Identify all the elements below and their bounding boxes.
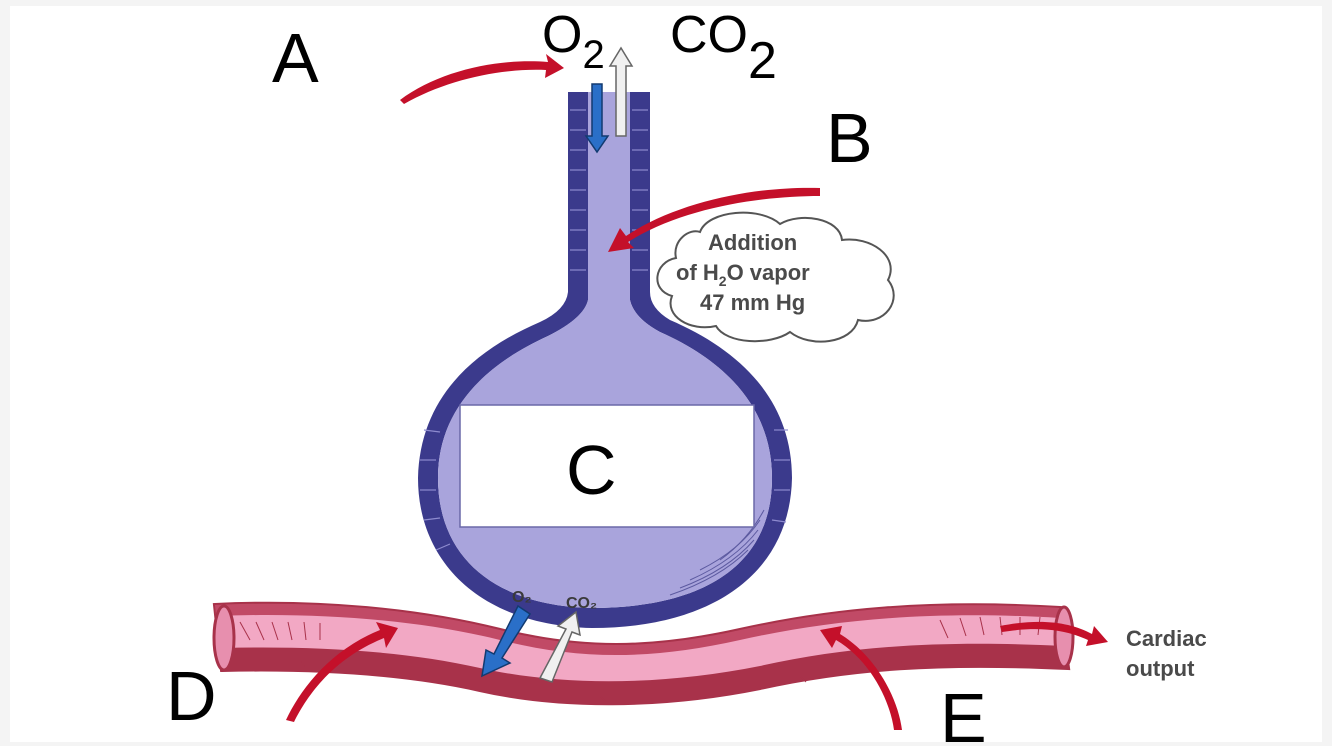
top-o2-main: O xyxy=(542,6,582,64)
label-b: B xyxy=(826,99,873,177)
bottom-co2-label: CO₂ xyxy=(566,595,597,612)
top-co2-main: CO xyxy=(670,6,748,64)
cloud-line2-sub: 2 xyxy=(719,273,727,289)
cardiac-line2: output xyxy=(1126,656,1195,681)
cloud-line2-pre: of H xyxy=(676,260,719,285)
capillary-left-opening xyxy=(214,606,234,670)
top-co2-sub: 2 xyxy=(748,32,777,90)
cloud-line2-post: O vapor xyxy=(727,260,811,285)
cardiac-line1: Cardiac xyxy=(1126,626,1207,651)
top-o2-sub: 2 xyxy=(582,33,604,77)
label-a: A xyxy=(272,19,319,97)
label-d: D xyxy=(166,657,217,735)
cloud-line3: 47 mm Hg xyxy=(700,290,805,315)
bottom-o2-label: O₂ xyxy=(512,589,532,606)
capillary-right-opening xyxy=(1055,607,1073,667)
label-e: E xyxy=(940,679,987,746)
label-c: C xyxy=(566,431,617,509)
cloud-line2: of H2O vapor xyxy=(676,260,810,289)
cloud-line1: Addition xyxy=(708,230,797,255)
